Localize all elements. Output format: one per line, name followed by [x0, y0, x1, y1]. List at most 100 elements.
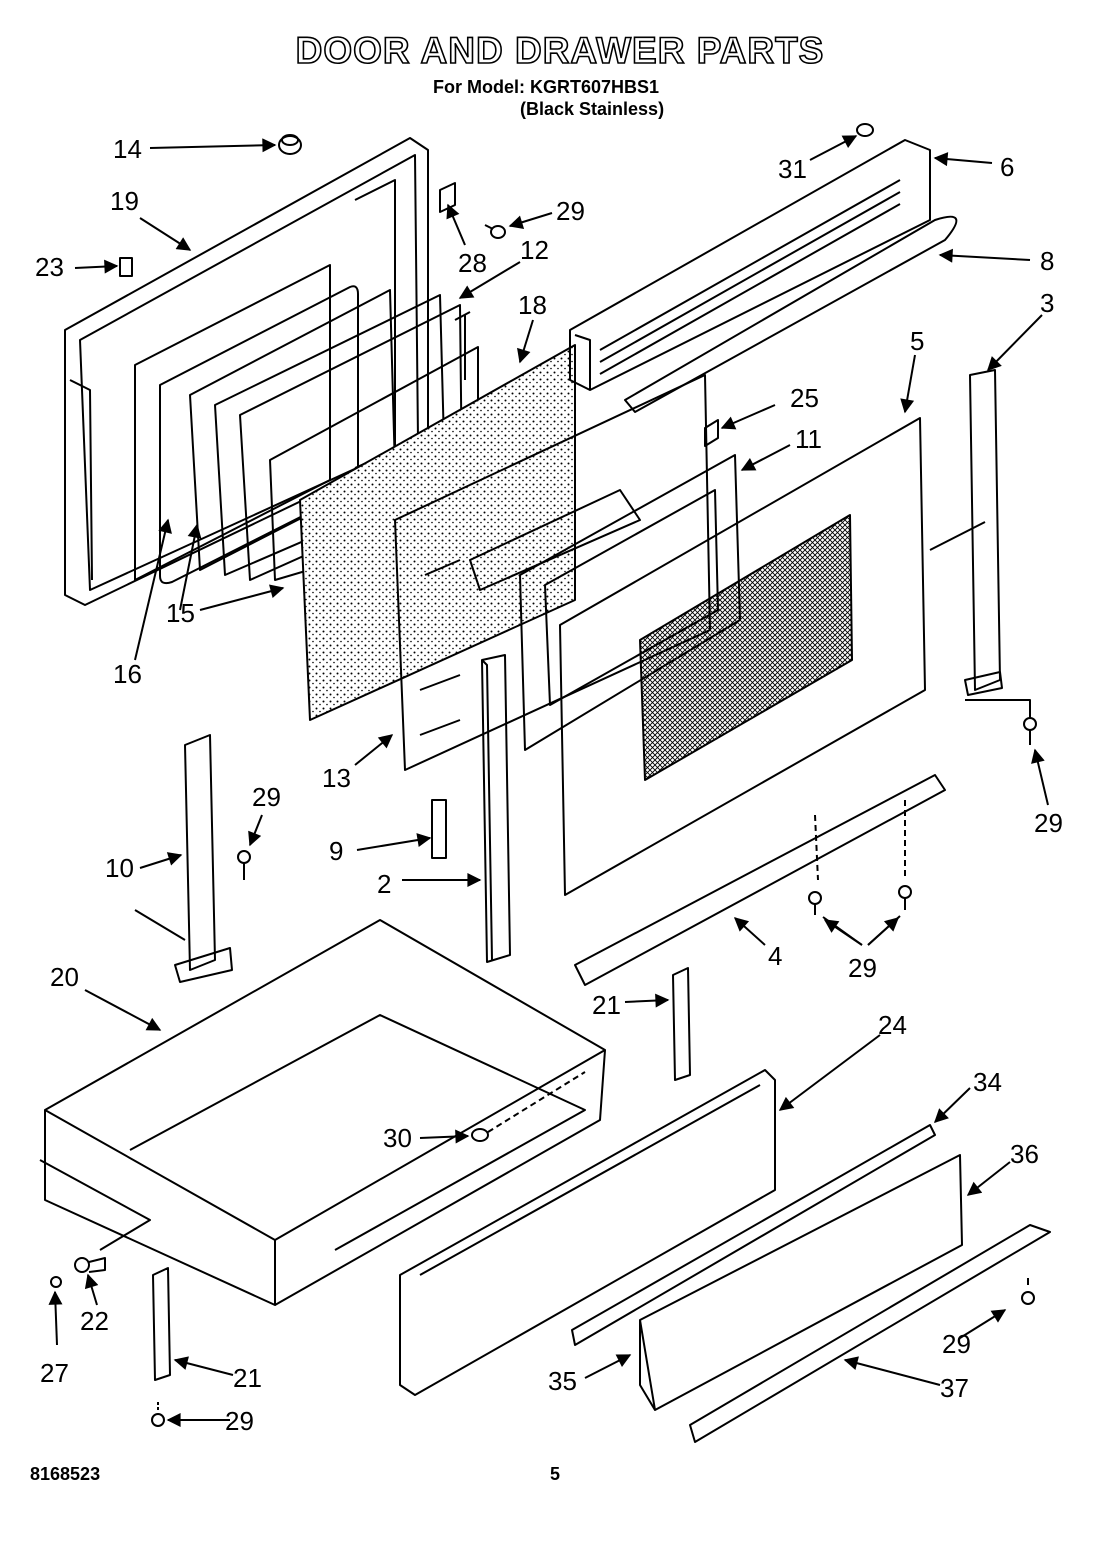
page-number: 5: [550, 1464, 561, 1484]
leader-arrow: [987, 314, 1043, 371]
leader-arrow: [248, 814, 263, 847]
callout-27: 27: [40, 1358, 69, 1388]
leader-arrow: [720, 404, 776, 430]
window-support: [454, 311, 471, 380]
callout-29: 29: [556, 196, 585, 226]
bracket-screw: [151, 1400, 165, 1427]
door-gasket: [134, 264, 331, 581]
nut: [50, 1276, 62, 1288]
leader-arrow: [938, 248, 1031, 263]
callout-13: 13: [322, 763, 351, 793]
callout-35: 35: [548, 1366, 577, 1396]
leader-arrow: [740, 444, 791, 471]
callout-19: 19: [110, 186, 139, 216]
center-support: [481, 654, 511, 963]
door-top-trim: [624, 215, 958, 413]
leader-arrow: [149, 138, 277, 153]
callout-31: 31: [778, 154, 807, 184]
drawer-body: [39, 919, 606, 1306]
callout-15: 15: [166, 598, 195, 628]
door-insulation: [299, 344, 576, 721]
leader-arrow: [517, 319, 534, 364]
callout-37: 37: [940, 1373, 969, 1403]
callout-9: 9: [329, 836, 343, 866]
callout-11: 11: [795, 424, 822, 454]
leader-arrow: [419, 1129, 470, 1144]
bottom-trim-screw: [1021, 1278, 1035, 1305]
hinge-screw: [484, 224, 506, 239]
callout-14: 14: [113, 134, 142, 164]
leader-arrow: [959, 1309, 1007, 1339]
drawer-slide-bracket-lower: [152, 1267, 171, 1381]
callout-36: 36: [1010, 1139, 1039, 1169]
leader-arrow: [966, 1161, 1011, 1196]
leader-arrow: [933, 152, 993, 167]
leader-arrow: [179, 523, 202, 611]
drawer-stud: [74, 1257, 106, 1273]
drawer-bottom-trim: [689, 1224, 1051, 1443]
hinge-bracket: [439, 182, 456, 213]
leader-arrow: [199, 584, 285, 611]
door-clip: [119, 257, 133, 277]
drawer-trim-panel: [639, 1154, 963, 1411]
callout-18: 18: [518, 290, 547, 320]
leader-arrow: [458, 261, 521, 299]
leader-arrow: [354, 734, 394, 766]
rail-screws: [808, 885, 912, 946]
leader-arrow: [356, 833, 432, 851]
drawer-screw: [471, 1071, 586, 1142]
drawer-top-rail: [571, 1124, 936, 1346]
callout-30: 30: [383, 1123, 412, 1153]
callout-4: 4: [768, 941, 782, 971]
leader-arrow: [134, 518, 172, 661]
callout-23: 23: [35, 252, 64, 282]
model-variant: (Black Stainless): [520, 99, 665, 119]
leader-arrow: [900, 354, 916, 414]
leader-arrow: [173, 1356, 234, 1376]
right-trim-screw: [965, 699, 1037, 745]
leader-arrow: [624, 993, 670, 1008]
right-side-trim: [929, 369, 1003, 696]
callout-2: 2: [377, 869, 391, 899]
callout-25: 25: [790, 383, 819, 413]
leader-arrow: [823, 919, 863, 946]
callout-10: 10: [105, 853, 134, 883]
callout-12: 12: [520, 235, 549, 265]
callout-6: 6: [1000, 152, 1014, 182]
leader-arrow: [446, 203, 466, 246]
leader-arrow: [139, 852, 183, 869]
leader-arrow: [74, 259, 119, 274]
callout-3: 3: [1040, 288, 1054, 318]
callout-29: 29: [1034, 808, 1063, 838]
callout-29: 29: [942, 1329, 971, 1359]
leader-arrow: [84, 989, 162, 1031]
leader-arrow: [778, 1034, 881, 1111]
document-number: 8168523: [30, 1464, 101, 1484]
leader-arrow: [508, 212, 553, 229]
outer-door-panel: [559, 417, 926, 896]
leader-arrow: [809, 135, 858, 161]
control-panel-screw: [856, 123, 874, 137]
door-spacer: [431, 799, 447, 859]
leader-arrow: [843, 1356, 941, 1386]
left-side-bracket: [134, 734, 233, 983]
small-bracket: [704, 419, 719, 447]
callout-29: 29: [252, 782, 281, 812]
leader-arrow: [139, 217, 192, 251]
drawer-slide-bracket-upper: [672, 967, 691, 1081]
leader-arrow: [48, 1290, 63, 1346]
callout-16: 16: [113, 659, 142, 689]
bumper: [278, 134, 302, 155]
callout-20: 20: [50, 962, 79, 992]
leader-arrow: [933, 1087, 971, 1123]
callout-22: 22: [80, 1306, 109, 1336]
callout-5: 5: [910, 326, 924, 356]
leader-arrow: [733, 917, 766, 946]
page-title: DOOR AND DRAWER PARTS: [295, 29, 825, 72]
leader-arrow: [1031, 748, 1049, 806]
left-bracket-screw: [237, 850, 251, 880]
drawer-slide-rail: [574, 774, 946, 986]
callout-24: 24: [878, 1010, 907, 1040]
callout-21: 21: [233, 1363, 262, 1393]
